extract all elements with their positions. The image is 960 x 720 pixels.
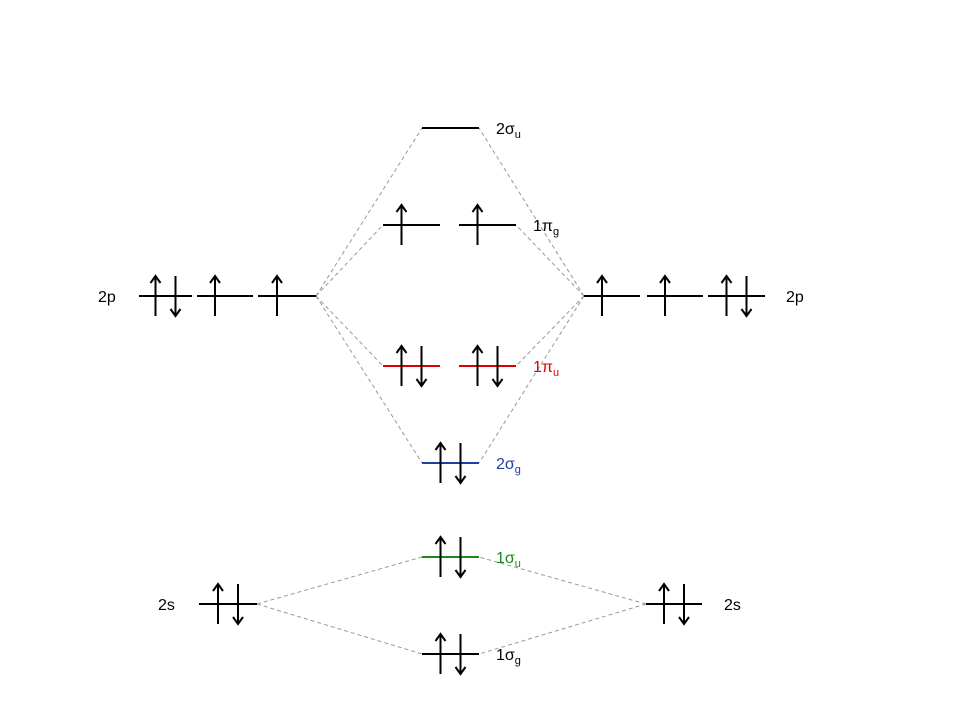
- label-mo-sigma-g1: 1σg: [496, 647, 521, 667]
- label-right-2p: 2p: [786, 289, 804, 306]
- orbital-left-2s: [199, 582, 257, 626]
- label-mo-sigma-g2: 2σg: [496, 456, 521, 476]
- spin-up-arrow-icon: [395, 203, 408, 245]
- label-mo-pi-g1: 1πg: [533, 218, 559, 238]
- label-right-2s: 2s: [724, 597, 741, 614]
- correlation-line: [515, 295, 585, 367]
- correlation-line: [315, 224, 384, 297]
- spin-up-arrow-icon: [471, 203, 484, 245]
- label-left-2s: 2s: [158, 597, 175, 614]
- mo-sigma-g1: [422, 632, 479, 676]
- spin-up-arrow-icon: [434, 441, 447, 483]
- spin-down-arrow-icon: [454, 537, 467, 579]
- spin-down-arrow-icon: [232, 584, 244, 626]
- correlation-line: [315, 295, 423, 464]
- correlation-line: [478, 556, 647, 605]
- spin-up-arrow-icon: [434, 632, 447, 674]
- spin-up-arrow-icon: [659, 274, 671, 316]
- correlation-line: [315, 127, 423, 297]
- spin-up-arrow-icon: [212, 582, 224, 624]
- spin-down-arrow-icon: [169, 276, 182, 318]
- orbital-left-2p: [139, 274, 192, 318]
- spin-up-arrow-icon: [271, 274, 283, 316]
- spin-down-arrow-icon: [491, 346, 504, 388]
- orbital-left-2p: [197, 274, 253, 316]
- label-left-2p: 2p: [98, 289, 116, 306]
- mo-pi-g1: [383, 203, 440, 245]
- spin-down-arrow-icon: [415, 346, 428, 388]
- spin-down-arrow-icon: [740, 276, 753, 318]
- correlation-line: [256, 603, 423, 655]
- orbital-right-2p: [584, 274, 640, 316]
- spin-down-arrow-icon: [678, 584, 690, 626]
- spin-up-arrow-icon: [395, 344, 408, 386]
- level-labels: 2p 2p 2s 2s 2σu 1πg 1πu 2σg 1σu 1σg: [98, 121, 804, 667]
- correlation-line: [478, 295, 585, 464]
- spin-down-arrow-icon: [454, 634, 467, 676]
- spin-up-arrow-icon: [434, 535, 447, 577]
- label-mo-sigma-u2: 2σu: [496, 121, 521, 141]
- energy-levels: [139, 127, 765, 676]
- spin-down-arrow-icon: [454, 443, 467, 485]
- correlation-line: [515, 224, 585, 297]
- orbital-right-2p: [708, 274, 765, 318]
- correlation-lines: [256, 127, 647, 655]
- correlation-line: [315, 295, 384, 367]
- orbital-right-2s: [646, 582, 702, 626]
- spin-up-arrow-icon: [209, 274, 221, 316]
- mo-sigma-u1: [422, 535, 479, 579]
- mo-pi-g1: [459, 203, 516, 245]
- correlation-line: [478, 127, 585, 297]
- correlation-line: [478, 603, 647, 655]
- spin-up-arrow-icon: [149, 274, 162, 316]
- orbital-left-2p: [258, 274, 316, 316]
- spin-up-arrow-icon: [596, 274, 608, 316]
- mo-sigma-g2: [422, 441, 479, 485]
- spin-up-arrow-icon: [720, 274, 733, 316]
- correlation-line: [256, 556, 423, 605]
- label-mo-sigma-u1: 1σu: [496, 550, 521, 570]
- mo-pi-u1: [383, 344, 440, 388]
- orbital-right-2p: [647, 274, 703, 316]
- spin-up-arrow-icon: [471, 344, 484, 386]
- mo-pi-u1: [459, 344, 516, 388]
- spin-up-arrow-icon: [658, 582, 670, 624]
- label-mo-pi-u1: 1πu: [533, 359, 559, 379]
